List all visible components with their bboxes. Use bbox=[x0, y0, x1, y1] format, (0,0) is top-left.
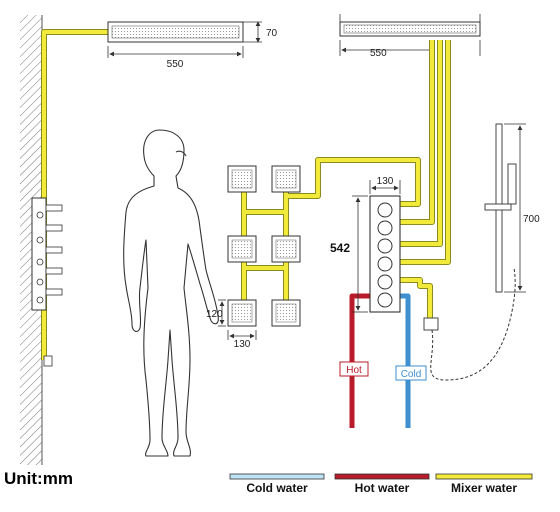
dim-700-label: 700 bbox=[523, 214, 540, 225]
control-knob bbox=[377, 292, 393, 308]
dim-550-right-label: 550 bbox=[370, 48, 387, 59]
overhead-panel-front bbox=[339, 14, 481, 37]
dim-70-label: 70 bbox=[266, 28, 278, 39]
body-jet bbox=[227, 165, 257, 193]
dim-700: 700 bbox=[504, 123, 540, 293]
dim-130-jet: 130 bbox=[227, 330, 257, 350]
legend-label-hot: Hot water bbox=[355, 481, 410, 495]
dim-130-panel: 130 bbox=[369, 176, 401, 194]
dim-550-right: 550 bbox=[339, 40, 481, 59]
hot-supply-pipe bbox=[349, 293, 372, 428]
dim-70: 70 bbox=[243, 21, 278, 43]
body-jet bbox=[227, 299, 257, 327]
body-jet bbox=[227, 235, 257, 263]
legend-swatch-cold bbox=[229, 473, 325, 480]
dim-550-left-label: 550 bbox=[167, 59, 184, 70]
control-knob bbox=[377, 238, 393, 254]
legend: Cold water Hot water Mixer water bbox=[229, 473, 533, 495]
legend-cold: Cold water bbox=[229, 473, 325, 495]
human-figure bbox=[123, 129, 219, 457]
legend-label-cold: Cold water bbox=[246, 481, 308, 495]
body-jet bbox=[271, 299, 301, 327]
overhead-panel-side bbox=[107, 21, 244, 43]
control-knob bbox=[377, 256, 393, 272]
legend-hot: Hot water bbox=[334, 473, 430, 495]
control-knob bbox=[377, 202, 393, 218]
hot-tag: Hot bbox=[339, 361, 369, 377]
legend-label-mixer: Mixer water bbox=[451, 481, 517, 495]
body-jets bbox=[227, 165, 301, 327]
cold-supply-pipe bbox=[388, 293, 411, 428]
hot-tag-label: Hot bbox=[346, 365, 362, 376]
legend-mixer: Mixer water bbox=[435, 473, 533, 495]
dim-120-label: 120 bbox=[206, 309, 223, 320]
body-jet bbox=[271, 235, 301, 263]
unit-label: Unit:mm bbox=[4, 469, 73, 488]
dim-130-panel-label: 130 bbox=[377, 176, 394, 187]
wall-hatch bbox=[20, 15, 42, 465]
dim-120: 120 bbox=[206, 299, 226, 327]
body-jet bbox=[271, 165, 301, 193]
cold-tag: Cold bbox=[395, 365, 427, 381]
mixer-pipes-front bbox=[400, 40, 451, 318]
legend-swatch-hot bbox=[334, 473, 430, 480]
dim-130-jet-label: 130 bbox=[234, 339, 251, 350]
legend-swatch-mixer bbox=[435, 473, 533, 480]
hand-shower-assembly bbox=[423, 123, 517, 381]
shower-panel-front bbox=[369, 195, 401, 313]
control-knob bbox=[377, 220, 393, 236]
dim-542-label: 542 bbox=[330, 241, 350, 255]
control-knob bbox=[377, 274, 393, 290]
dim-542: 542 bbox=[330, 195, 368, 313]
dim-550-left: 550 bbox=[107, 46, 244, 70]
mixer-pipe-side bbox=[41, 29, 108, 360]
cold-tag-label: Cold bbox=[401, 369, 422, 380]
shower-panel-side bbox=[31, 197, 63, 367]
